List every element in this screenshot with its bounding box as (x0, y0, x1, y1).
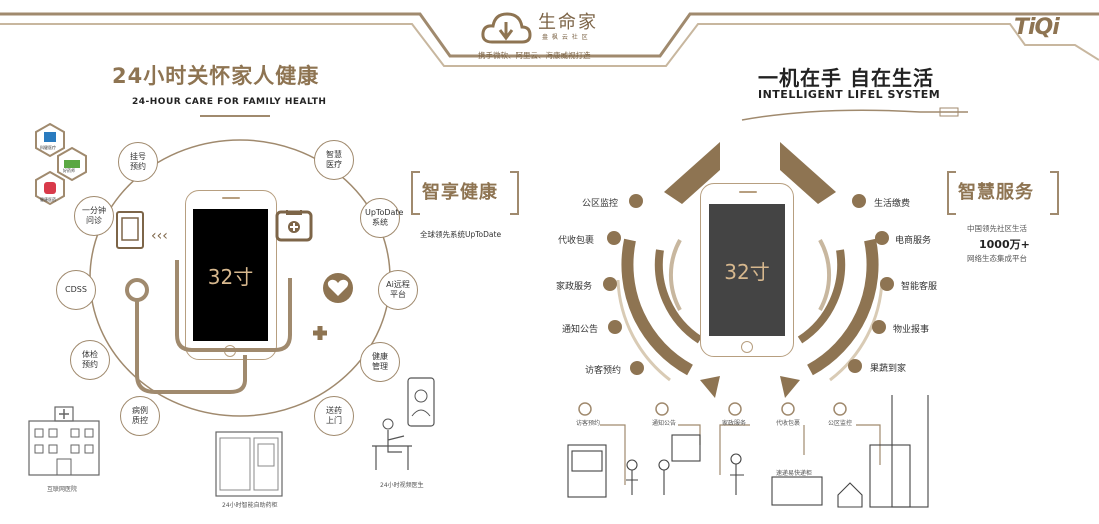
caption-medicine-cabinet: 24小时智能自助药柜 (222, 502, 278, 509)
service-property-report[interactable]: 物业报事 (893, 325, 930, 335)
right-phone: 32寸 (700, 183, 794, 357)
brand-sub: 盎 枫 云 社 区 (542, 34, 589, 41)
service-dot-visitor (630, 361, 644, 375)
left-phone-screen: 32寸 (193, 209, 268, 341)
ring-item-cdss[interactable]: CDSS (56, 270, 96, 310)
locker-caption: 速递易快递柜 (776, 470, 813, 477)
ring-item-case-qc[interactable]: 病例 质控 (120, 396, 160, 436)
right-title-cn: 一机在手 自在生活 (758, 66, 934, 90)
top-frame-lines (0, 12, 1099, 67)
service-visitor[interactable]: 访客预约 (585, 366, 622, 376)
stat-line-1: 中国领先社区生活 (967, 224, 1027, 233)
cloud-logo-icon (481, 12, 532, 44)
badge-3-label: 健康医药 (40, 197, 56, 202)
right-phone-home-button[interactable] (741, 341, 753, 353)
badge-2-label: 好药师 (63, 168, 75, 173)
service-dot-public-monitoring (629, 194, 643, 208)
community-sketch (567, 395, 929, 508)
service-dot-smart-cs (880, 277, 894, 291)
right-title-en: INTELLIGENT LIFEL SYSTEM (758, 88, 941, 101)
left-phone: 32寸 (185, 190, 277, 360)
ring-item-ai-remote[interactable]: Ai远程 平台 (378, 270, 418, 310)
right-phone-speaker (739, 191, 757, 193)
left-title-underline (200, 115, 270, 117)
stat-line-2: 网络生态集成平台 (967, 254, 1027, 263)
bottom-icon-notice: 通知公告 (652, 420, 677, 427)
service-bills[interactable]: 生活缴费 (874, 199, 911, 209)
service-dot-groceries (848, 359, 862, 373)
health-feature-bracket (411, 171, 519, 215)
health-feature-title: 智享健康 (422, 182, 498, 203)
service-dot-parcel (607, 231, 621, 245)
caption-video-doctor: 24小时视频医生 (380, 482, 424, 489)
bottom-icon-visitor: 访客预约 (576, 420, 601, 427)
bottom-icon-parcel: 代收包裹 (776, 420, 801, 427)
ring-item-checkup[interactable]: 体检 预约 (70, 340, 110, 380)
left-title-cn: 24小时关怀家人健康 (112, 64, 320, 88)
service-dot-notice (608, 320, 622, 334)
hospital-building-sketch (28, 406, 100, 476)
service-notice[interactable]: 通知公告 (562, 325, 599, 335)
right-title-underline (741, 107, 968, 121)
service-smart-cs[interactable]: 智能客服 (901, 282, 938, 292)
ring-item-registration[interactable]: 挂号 预约 (118, 142, 158, 182)
ring-item-delivery[interactable]: 送药 上门 (314, 396, 354, 436)
brand-name: 生命家 (538, 12, 598, 33)
brand-tagline: 携手微软、阿里云、海康威视打造 (478, 51, 591, 60)
ring-item-uptodate[interactable]: UpToDate 系统 (360, 198, 403, 238)
left-phone-speaker (222, 197, 240, 199)
service-feature-bracket (947, 171, 1059, 215)
ring-item-smart-medical[interactable]: 智慧 医疗 (314, 140, 354, 180)
service-housekeeping[interactable]: 家政服务 (556, 282, 593, 292)
medicine-cabinet-sketch (215, 431, 283, 497)
service-rings (616, 142, 884, 398)
svg-text:‹‹‹: ‹‹‹ (151, 228, 168, 244)
left-phone-screen-label: 32寸 (207, 264, 254, 289)
caption-internet-hospital: 互联网医院 (47, 486, 78, 493)
bottom-icon-monitoring: 公区监控 (828, 420, 853, 427)
bottom-icon-housekeeping: 家政服务 (722, 420, 747, 427)
stat-value: 1000万+ (979, 238, 1030, 251)
service-dot-property-report (872, 320, 886, 334)
partner-badges (35, 122, 87, 206)
video-doctor-sketch (372, 377, 435, 470)
service-public-monitoring[interactable]: 公区监控 (582, 199, 619, 209)
badge-1-label: 科健医疗 (40, 145, 56, 150)
service-parcel[interactable]: 代收包裹 (558, 236, 595, 246)
service-dot-ecommerce (875, 231, 889, 245)
service-dot-bills (852, 194, 866, 208)
brand-block: 生命家 盎 枫 云 社 区 携手微软、阿里云、海康威视打造 (478, 6, 630, 66)
service-ecommerce[interactable]: 电商服务 (895, 236, 932, 246)
service-feature-title: 智慧服务 (958, 182, 1034, 203)
right-phone-screen-label: 32寸 (724, 259, 770, 284)
service-dot-housekeeping (603, 277, 617, 291)
tiqi-logo: TiQi (1014, 15, 1060, 40)
ring-item-health-mgmt[interactable]: 健康 管理 (360, 342, 400, 382)
left-title-en: 24-HOUR CARE FOR FAMILY HEALTH (132, 97, 327, 107)
service-groceries[interactable]: 果蔬到家 (870, 364, 907, 374)
health-feature-sub: 全球领先系统UpToDate (420, 230, 502, 239)
right-phone-screen: 32寸 (709, 204, 785, 336)
ring-item-quick-consult[interactable]: 一分钟 问诊 (74, 196, 114, 236)
health-decor-icons: ‹‹‹ (116, 210, 353, 394)
